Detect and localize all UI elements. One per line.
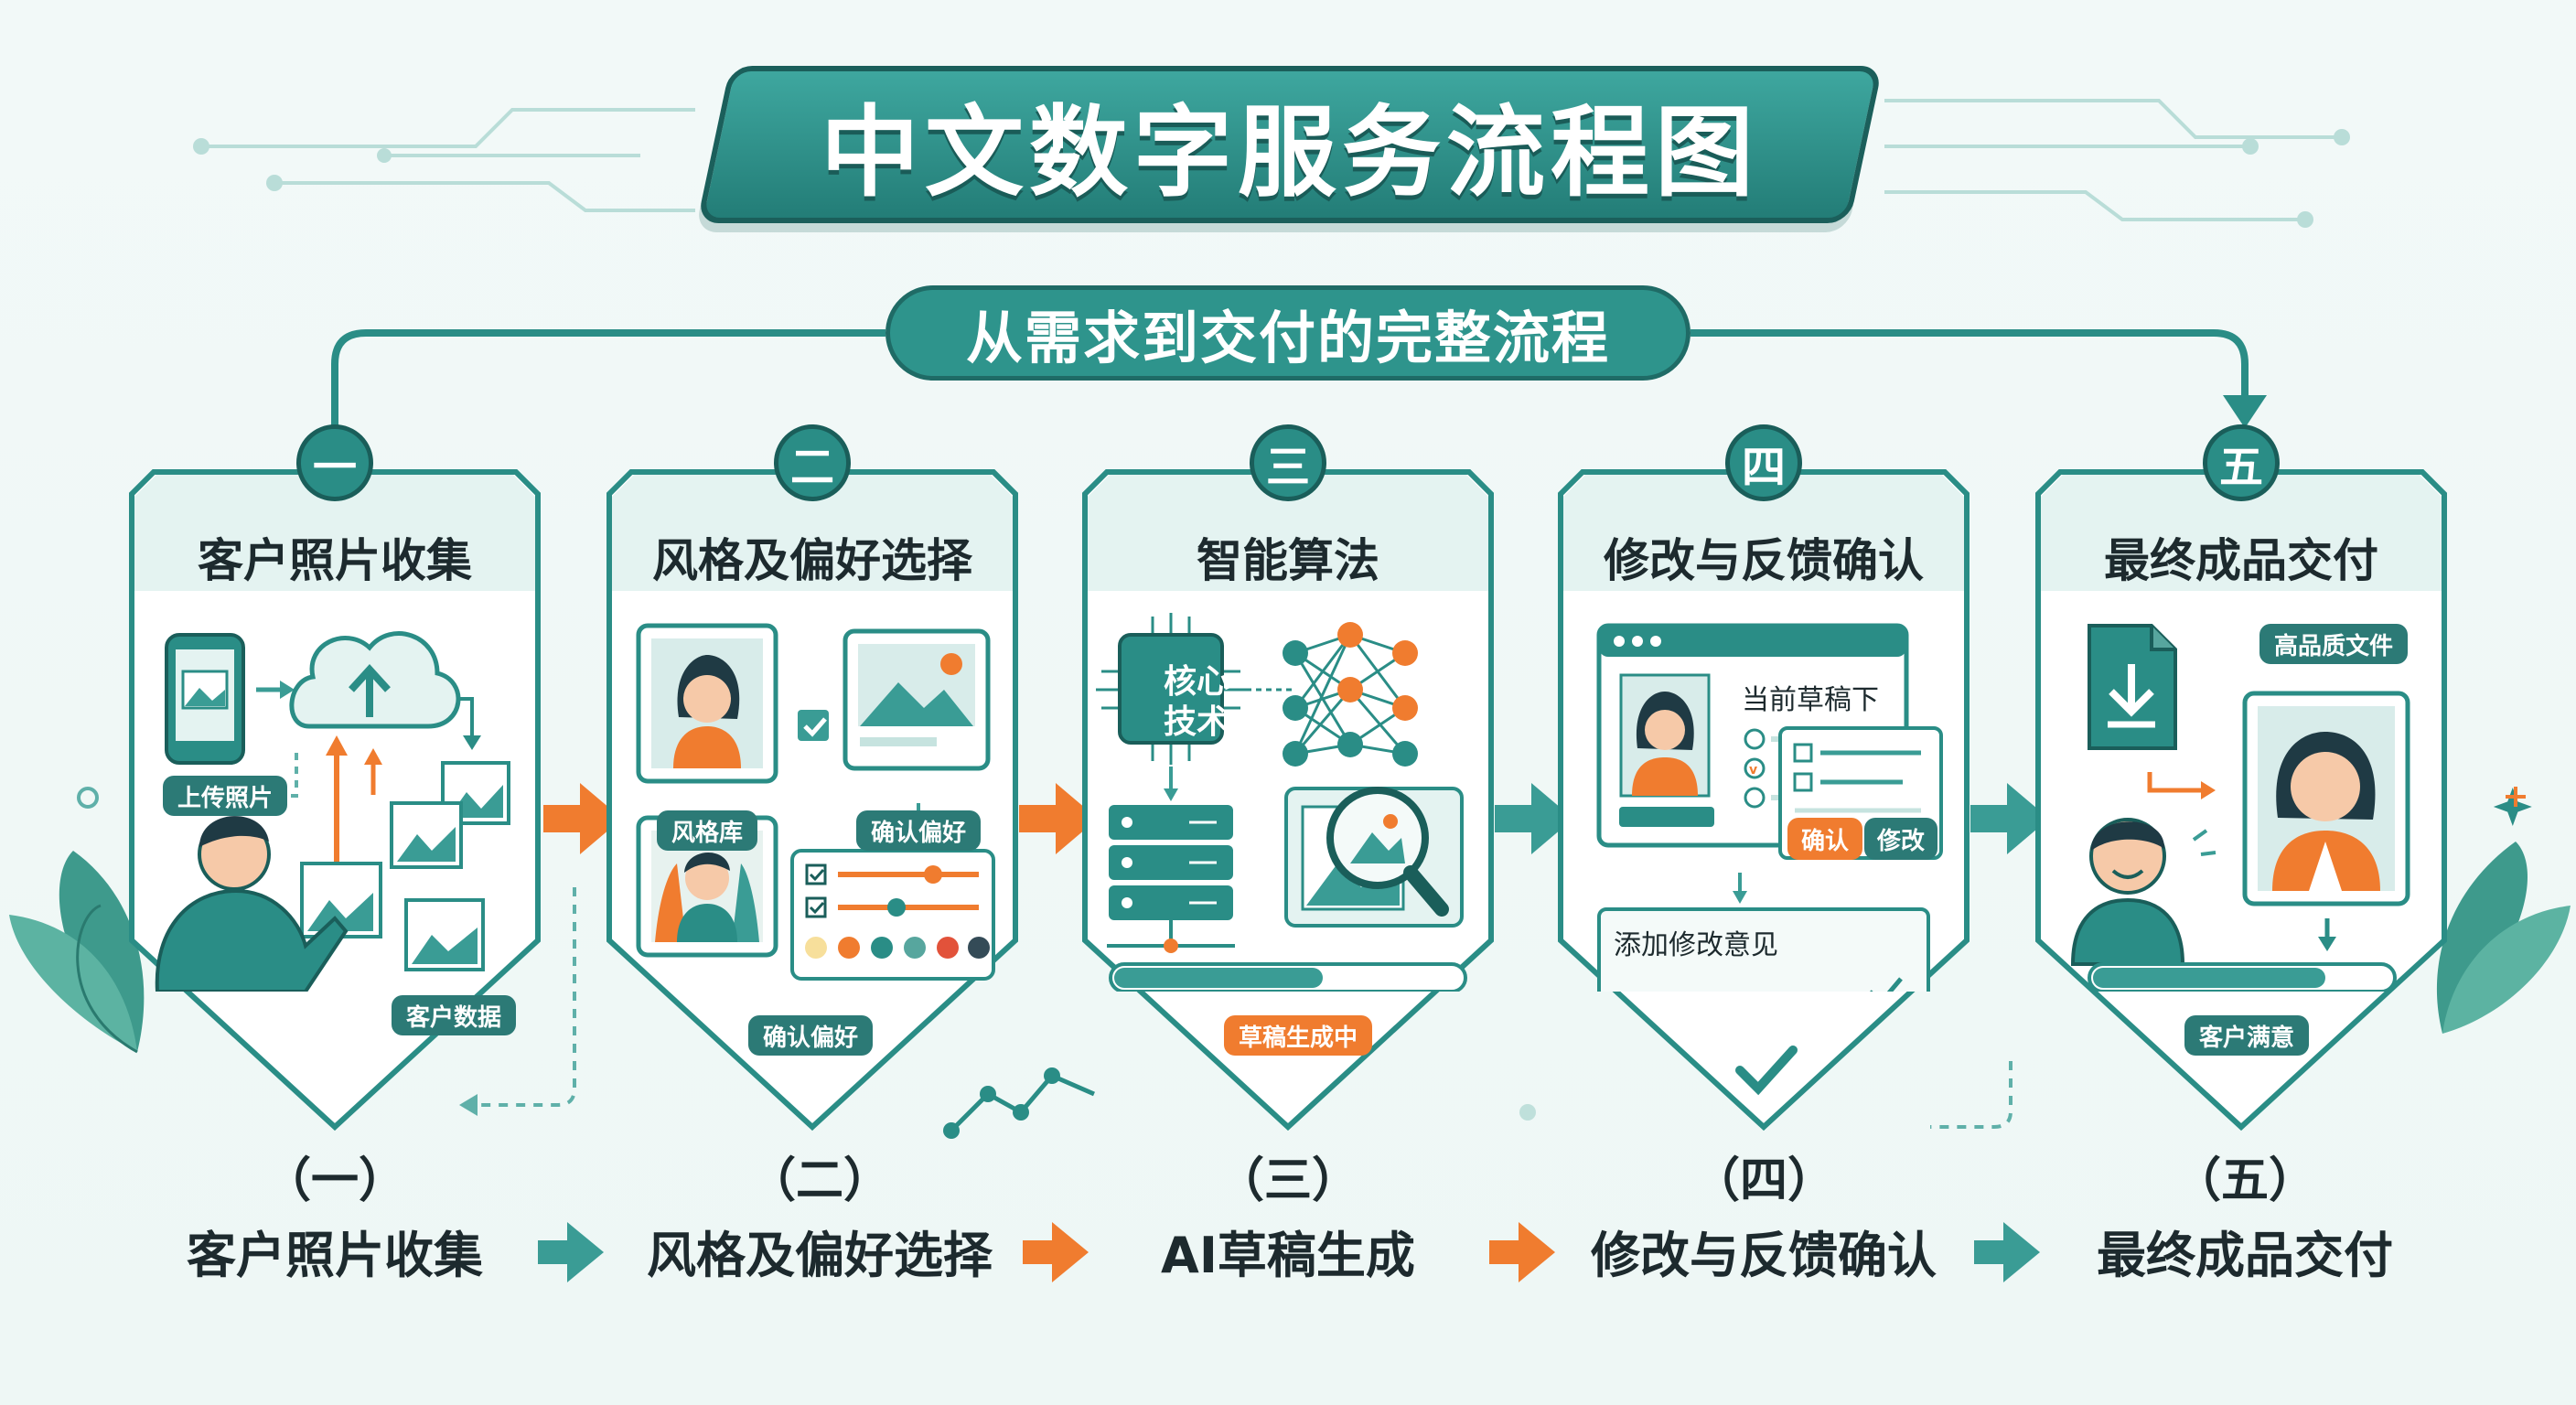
step-badge-4: 四 [1725,424,1802,501]
illustration-algorithm [1096,613,1467,992]
bottom-step-5: （五） 最终成品交付 [2036,1142,2453,1287]
phone-photo-icon [165,633,245,765]
leaf-decor-right [2436,842,2571,1034]
bottom-step-number-2: （二） [747,1153,891,1208]
checkmark-icon [1870,977,1903,992]
illustration-photo-collection [155,631,510,992]
chip-label-line2: 技术 [1163,703,1229,741]
tag-draft-generating: 草稿生成中 [1224,1015,1373,1056]
bottom-step-3: （三） AI草稿生成 [1079,1142,1497,1287]
draft-progress-fill [1114,968,1323,988]
leaf-decor-left [9,851,145,1054]
modify-button[interactable]: 俢改 [1864,818,1937,860]
delivery-progress-fill [2093,968,2325,988]
sliders-icon [790,849,995,981]
step-title-3: 智能算法 [1197,534,1379,587]
step-title-4: 修改与反馈确认 [1604,534,1924,587]
bottom-arrow-1 [538,1222,604,1282]
add-feedback-label[interactable]: 添加修改意见 [1614,929,1778,961]
feedback-input-box [1597,907,1930,992]
bottom-step-name-3: AI草稿生成 [1161,1227,1415,1284]
tag-style-library: 风格库 [657,810,758,851]
step-title-1: 客户照片收集 [198,534,472,587]
tag-customer-data: 客户数据 [392,995,517,1035]
step-card-2: 二 风格及偏好选择 [604,424,1021,1132]
color-palette-icon [805,937,990,959]
bottom-step-1: （一） 客户照片收集 [126,1142,543,1287]
step-card-1: 一 客户照片收集 [126,424,543,1132]
tag-confirm-preference-top: 确认偏好 [856,810,982,851]
bottom-step-name-1: 客户照片收集 [187,1227,483,1284]
confirm-button[interactable]: 确认 [1787,818,1862,860]
bottom-arrow-4 [1974,1222,2040,1282]
server-icon [1107,805,1235,953]
landscape-image-icon [843,628,991,771]
title-banner: 中文数字服务流程图 [696,66,1884,223]
chip-icon [1096,613,1246,765]
step-title-5: 最终成品交付 [2104,534,2378,587]
tag-upload-photo: 上传照片 [163,776,288,816]
person-icon [2070,818,2185,966]
cloud-upload-icon [289,631,461,729]
step-title-2: 风格及偏好选择 [652,534,972,587]
bottom-step-name-5: 最终成品交付 [2097,1227,2393,1284]
step-card-5: 五 最终成品交付 [2033,424,2450,1132]
person-icon [155,816,349,992]
step-badge-5: 五 [2203,424,2280,501]
magnifier-icon [1284,787,1464,928]
bottom-step-name-4: 修改与反馈确认 [1591,1227,1937,1284]
chip-label: 核心 技术 [1158,662,1235,743]
bottom-step-number-5: （五） [2173,1153,2316,1208]
page-title: 中文数字服务流程图 [820,96,1759,210]
subtitle-pill: 从需求到交付的完整流程 [886,285,1690,381]
chip-label-line1: 核心 [1163,663,1229,701]
bottom-step-number-4: （四） [1691,1153,1835,1208]
step-card-4: 四 修改与反馈确认 v [1555,424,1972,1132]
checkmark-icon [1735,1046,1798,1096]
step-badge-3: 三 [1250,424,1326,501]
bottom-step-number-3: （三） [1216,1153,1359,1208]
step-badge-1: 一 [296,424,373,501]
tag-customer-satisfied: 客户满意 [2184,1015,2310,1056]
photo-stack-icon [300,761,510,971]
bottom-arrow-3 [1489,1222,1555,1282]
illustration-feedback: v [1596,623,1943,992]
portrait-icon [636,623,778,784]
portrait-icon [2242,691,2410,906]
tag-confirm-preference-bottom: 确认偏好 [748,1015,874,1056]
download-file-icon [2088,624,2177,750]
neural-network-icon [1226,633,1407,756]
bottom-step-name-2: 风格及偏好选择 [647,1227,993,1284]
svg-text:v: v [1749,763,1757,778]
tag-high-quality-file: 高品质文件 [2259,624,2409,664]
illustration-delivery [2070,624,2410,992]
step-badge-2: 二 [774,424,851,501]
bottom-step-4: （四） 修改与反馈确认 [1555,1142,1972,1287]
draft-label: 当前草稿下 [1742,684,1879,716]
step-card-3: 三 智能算法 [1079,424,1497,1132]
bottom-step-2: （二） 风格及偏好选择 [611,1142,1028,1287]
bottom-step-number-1: （一） [263,1153,406,1208]
illustration-style-selection [636,623,995,981]
